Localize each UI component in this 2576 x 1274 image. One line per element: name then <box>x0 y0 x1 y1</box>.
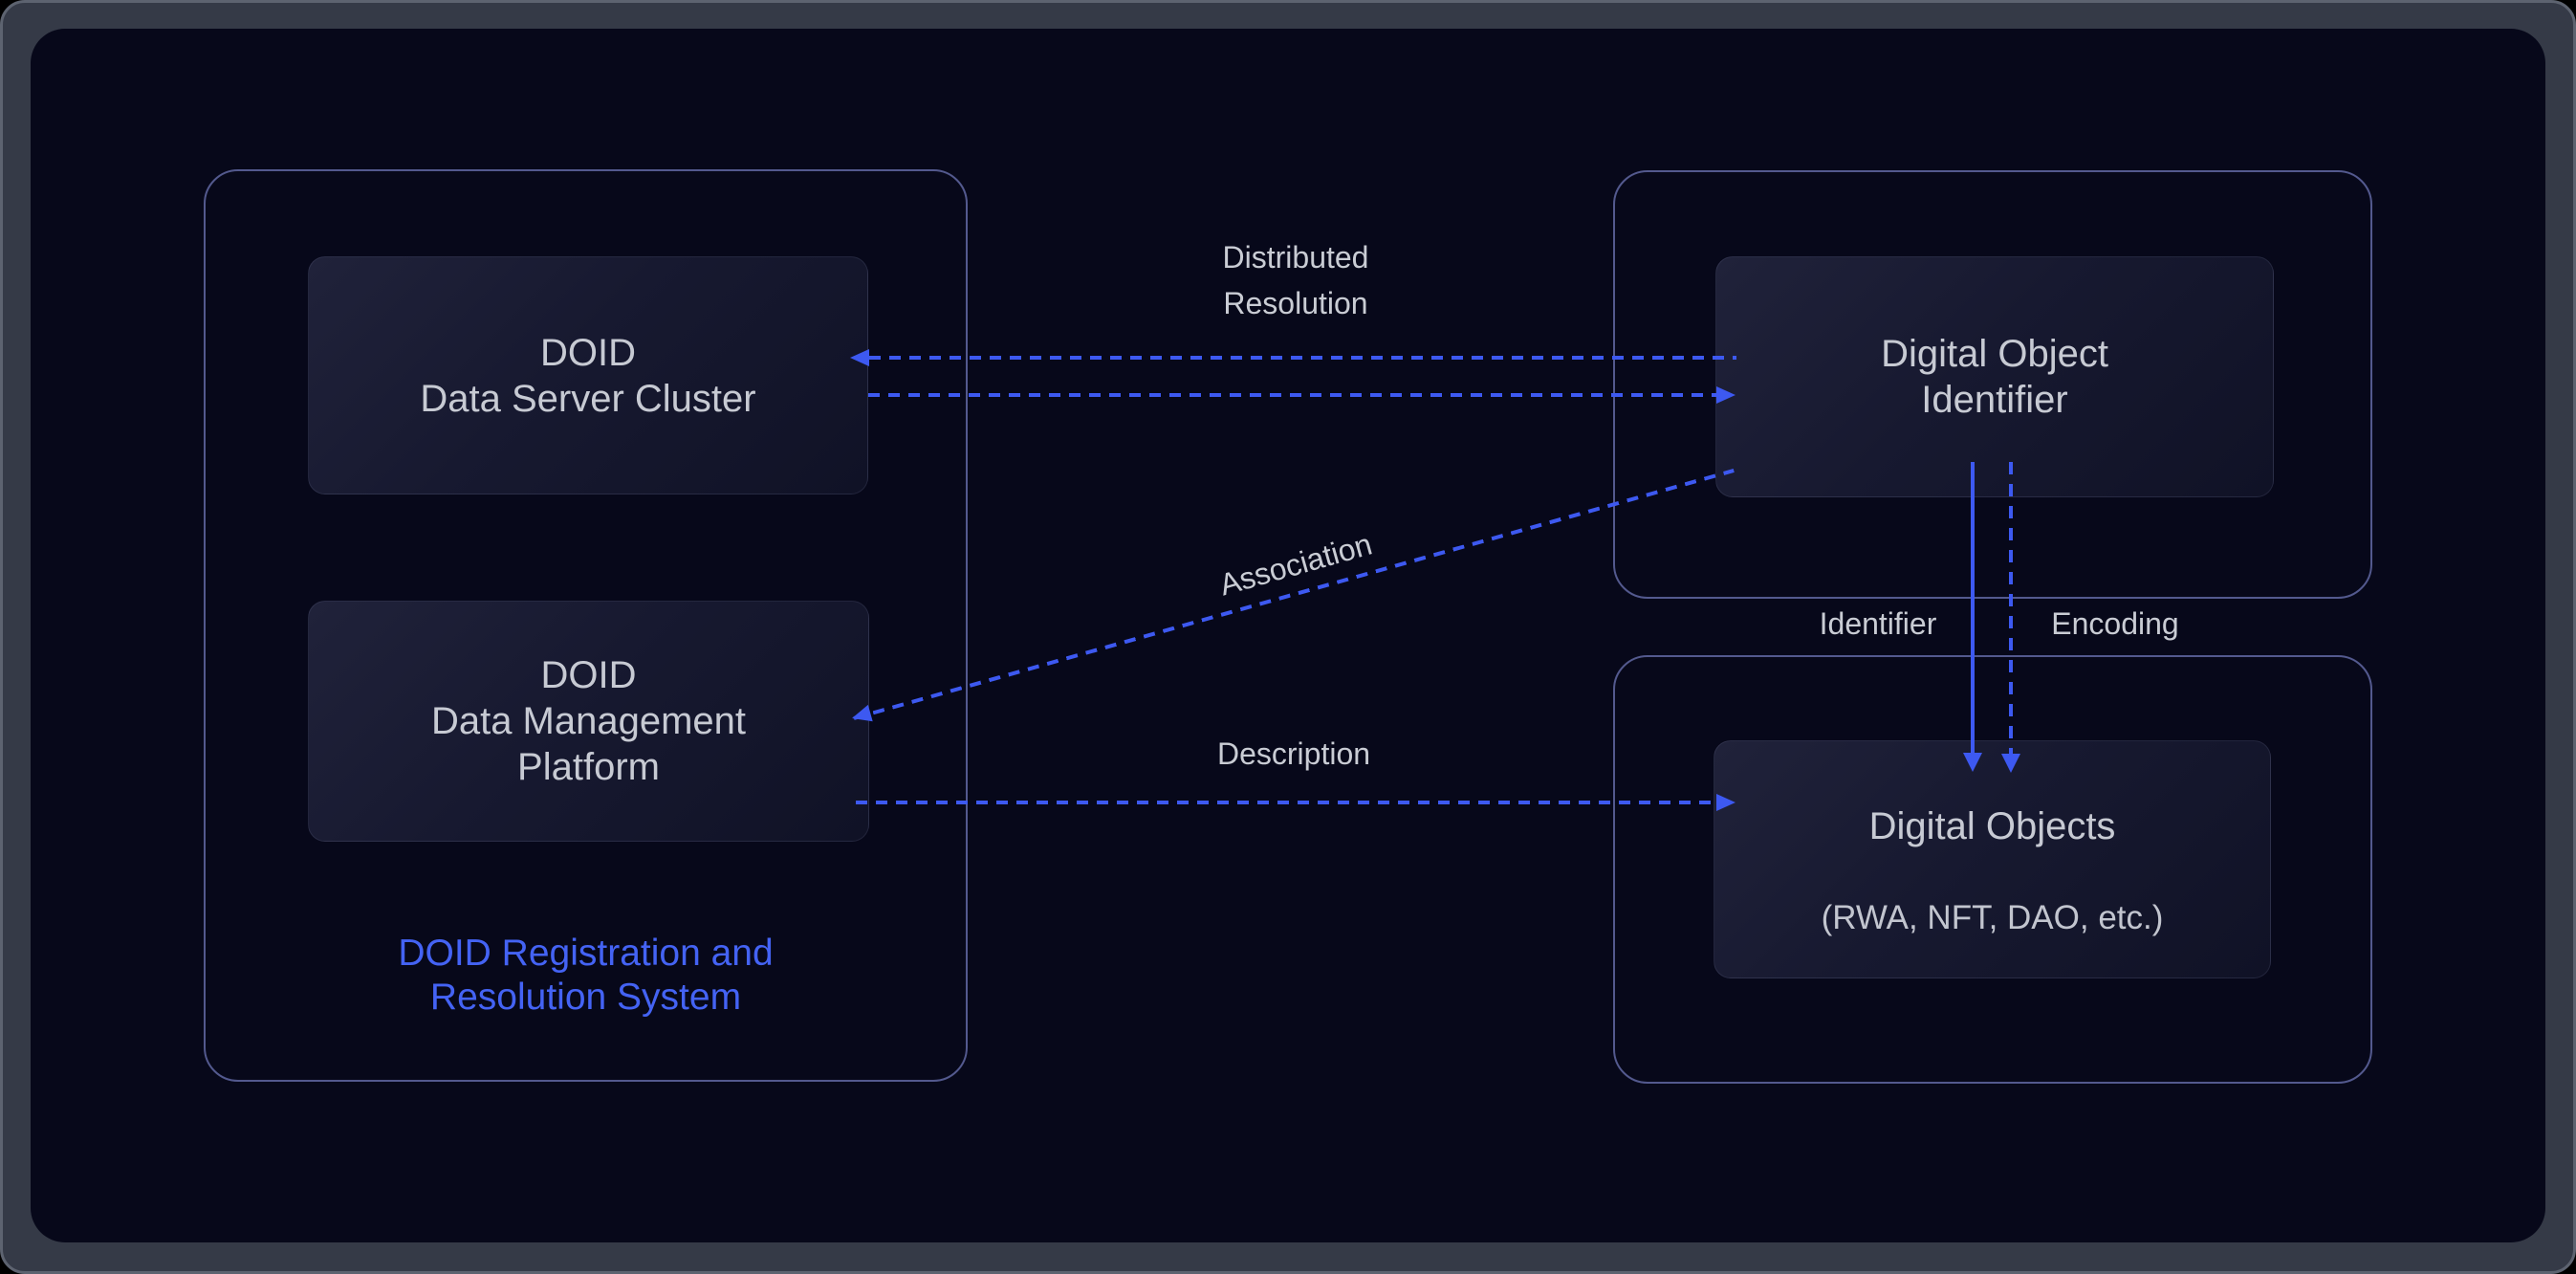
digital-objects-group-container <box>1613 655 2372 1084</box>
distributed-resolution-label: Distributed Resolution <box>1104 234 1487 326</box>
data-server-cluster-node: DOID Data Server Cluster <box>308 256 868 494</box>
encoding-label: Encoding <box>2051 606 2179 641</box>
caption-line: DOID Registration and <box>398 933 774 974</box>
distributed-resolution-arrow-right <box>868 393 1716 397</box>
arrowhead-left-icon <box>850 349 869 366</box>
node-label-line: DOID <box>540 654 637 696</box>
node-label-line: Digital Objects <box>1868 805 2116 847</box>
node-label-line: DOID <box>540 331 636 374</box>
arrowhead-down-icon <box>2001 754 2020 773</box>
edge-label-line: Distributed <box>1222 240 1369 275</box>
node-label-line: Digital Object <box>1881 333 2108 375</box>
registration-system-caption: DOID Registration and Resolution System <box>206 932 966 1020</box>
registration-system-container <box>204 169 968 1082</box>
node-label-line: Data Management <box>430 700 747 742</box>
identifier-group-container <box>1613 170 2372 599</box>
description-arrow <box>856 801 1714 804</box>
arrowhead-right-icon <box>1716 794 1736 811</box>
digital-object-identifier-node: Digital Object Identifier <box>1715 256 2274 497</box>
identifier-arrow <box>1971 462 1975 753</box>
arrowhead-down-icon <box>1963 753 1982 772</box>
distributed-resolution-arrow-left <box>869 356 1736 360</box>
edge-label-line: Resolution <box>1223 286 1368 320</box>
description-label: Description <box>1216 736 1371 771</box>
arrowhead-right-icon <box>1716 386 1736 404</box>
node-label-line: Identifier <box>1921 379 2068 421</box>
node-label-line: Data Server Cluster <box>420 377 756 420</box>
node-sublabel-line: (RWA, NFT, DAO, etc.) <box>1821 899 2164 936</box>
node-label-line: Platform <box>517 746 660 788</box>
data-management-platform-node: DOID Data Management Platform <box>308 601 869 842</box>
encoding-arrow <box>2009 462 2013 754</box>
digital-objects-node: Digital Objects (RWA, NFT, DAO, etc.) <box>1714 740 2271 978</box>
identifier-label: Identifier <box>1819 606 1937 641</box>
caption-line: Resolution System <box>429 977 742 1018</box>
